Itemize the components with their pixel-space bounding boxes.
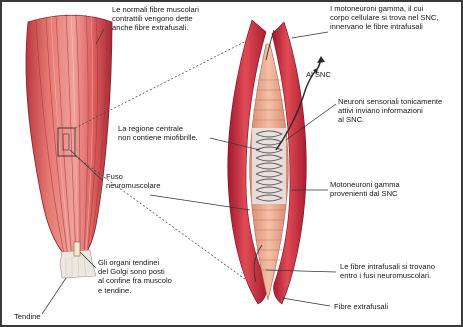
label-tendine: Tendine: [14, 312, 41, 321]
label-fibre-extrafusali: Le normali fibre muscolari contrattili v…: [112, 5, 199, 33]
label-organi-tendinei: Gli organi tendinei del Golgi sono posti…: [98, 258, 172, 295]
label-al-snc: Al SNC: [306, 70, 331, 79]
label-regione-centrale: La regione centrale non contiene miofibr…: [118, 124, 198, 142]
label-neuroni-sensoriali: Neuroni sensoriali tonicamente attivi in…: [338, 97, 442, 125]
muscle-illustration: [26, 14, 112, 278]
label-fuso-neuromuscolare: Fuso neuromuscolare: [106, 172, 160, 190]
label-motoneuroni-gamma-mid: Motoneuroni gamma provenienti dal SNC: [330, 180, 400, 198]
label-motoneuroni-gamma-top: I motoneuroni gamma, il cui corpo cellul…: [330, 4, 438, 32]
label-fibre-intrafusali: Le fibre intrafusali si trovano entro i …: [340, 262, 435, 280]
spindle-illustration: [228, 20, 325, 304]
label-fibre-extrafusali-bottom: Fibre extrafusali: [334, 302, 388, 311]
sensory-endings: [252, 128, 286, 204]
